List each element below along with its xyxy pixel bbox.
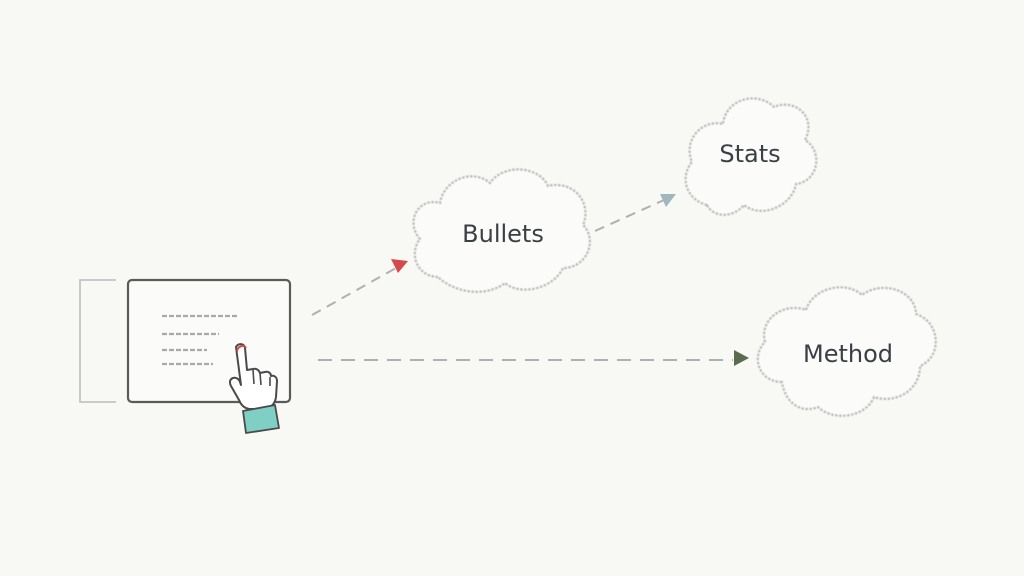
back-panel	[79, 279, 116, 403]
cloud-bullets: Bullets	[412, 168, 591, 293]
arrow-screen-to-method	[318, 350, 749, 366]
cloud-method: Method	[756, 286, 937, 417]
arrow-bullets-to-stats	[594, 194, 676, 232]
arrow-screen-to-bullets	[311, 259, 408, 316]
cloud-label-bullets: Bullets	[462, 220, 544, 248]
cloud-label-stats: Stats	[719, 140, 780, 168]
pointing-hand-icon	[228, 343, 280, 434]
cloud-stats: Stats	[684, 97, 818, 216]
cloud-label-method: Method	[803, 340, 893, 368]
